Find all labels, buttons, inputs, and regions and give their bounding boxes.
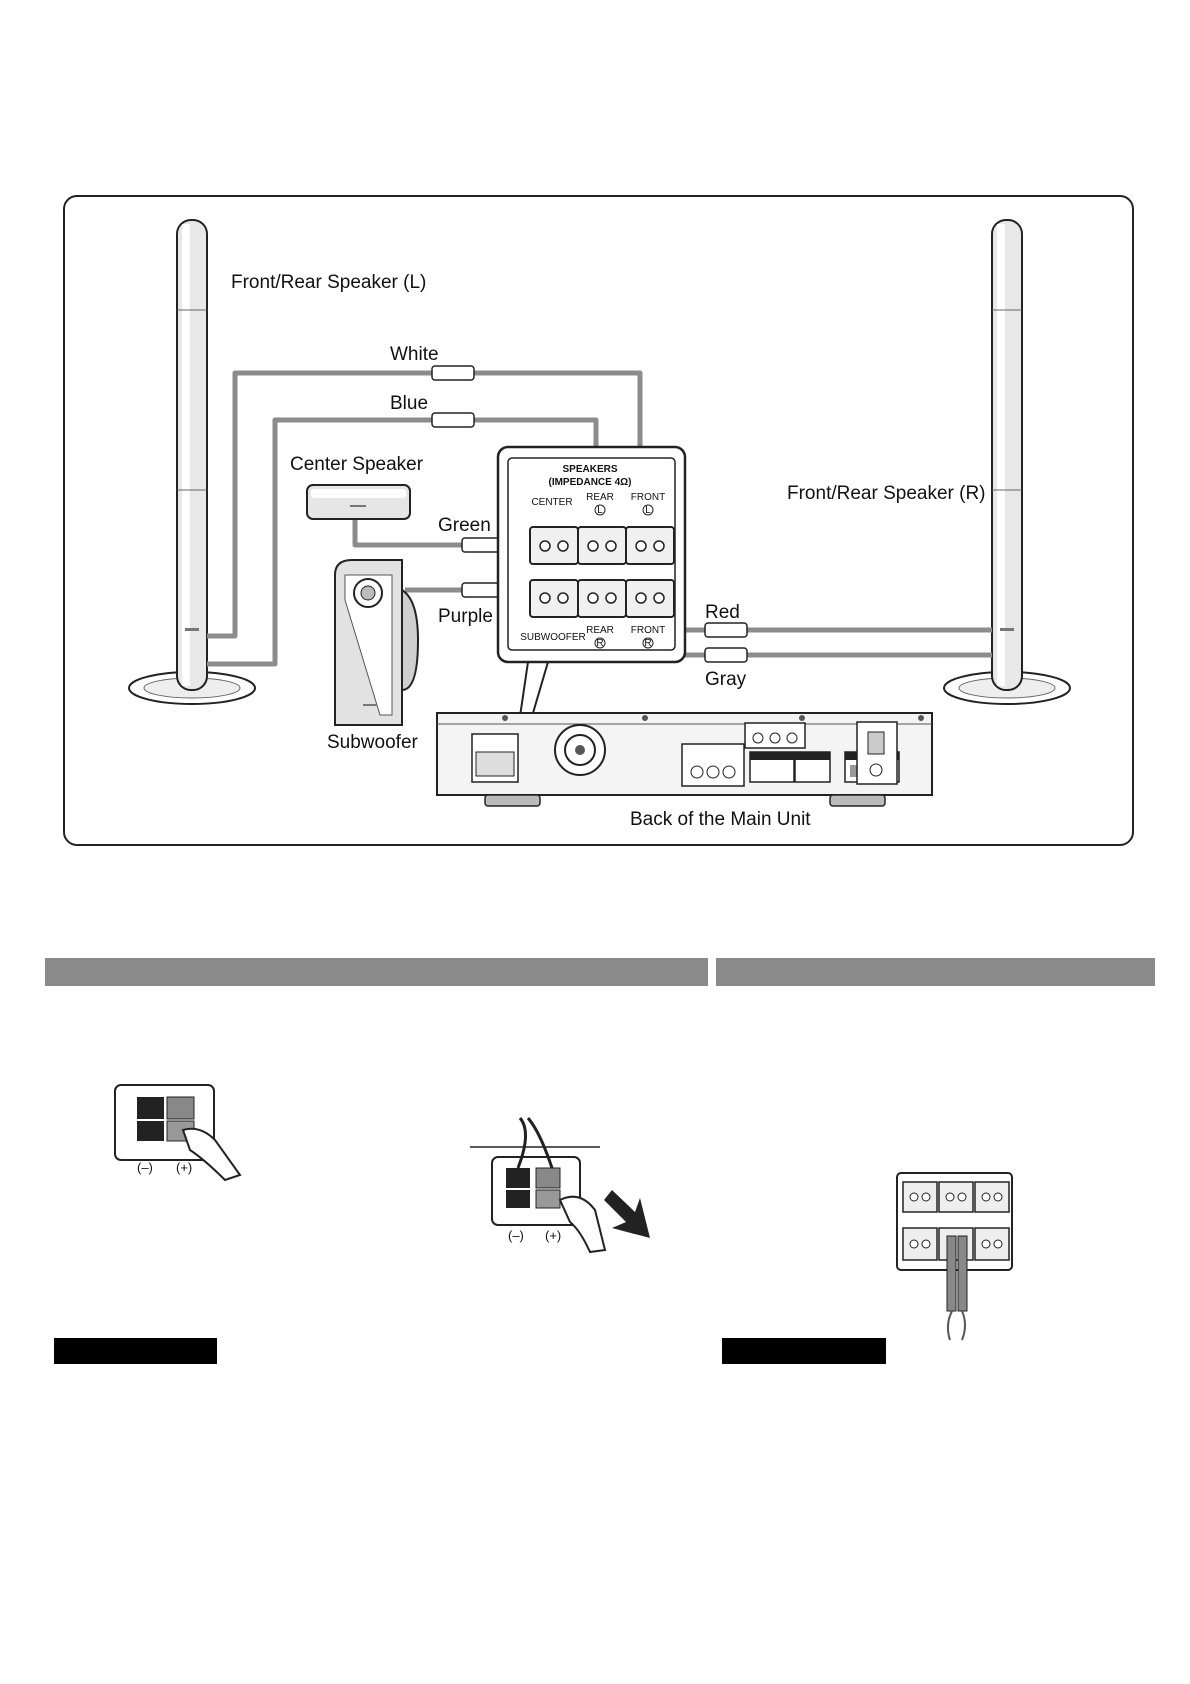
label-wire-purple: Purple <box>438 606 493 627</box>
step1-polarity-plus: (+) <box>176 1160 192 1175</box>
label-front-rear-speaker-right: Front/Rear Speaker (R) <box>787 483 986 504</box>
terminal-center-label: CENTER <box>531 497 572 508</box>
terminal-rear-top-label: REAR <box>586 492 614 503</box>
terminal-front-top-label: FRONT <box>631 492 665 503</box>
label-wire-green: Green <box>438 515 491 536</box>
front-rear-speaker-left <box>128 219 256 705</box>
terminal-front-bottom-label: FRONT <box>631 625 665 636</box>
main-unit-back <box>436 712 933 807</box>
subwoofer-unit <box>334 559 420 726</box>
terminal-block-cable-illustration <box>896 1172 1013 1341</box>
speaker-terminal-panel: SPEAKERS (IMPEDANCE 4Ω) CENTER REAR FRON… <box>496 445 687 731</box>
terminal-front-bottom-mark: R <box>644 638 651 649</box>
front-rear-speaker-right <box>943 219 1071 705</box>
section-header-bar-right <box>716 958 1155 986</box>
label-front-rear-speaker-left: Front/Rear Speaker (L) <box>231 272 426 293</box>
label-subwoofer: Subwoofer <box>327 732 419 753</box>
step-press-terminal-illustration: (–) (+) <box>114 1084 242 1182</box>
label-center-speaker: Center Speaker <box>290 454 424 475</box>
label-wire-gray: Gray <box>705 669 747 690</box>
terminal-holes <box>539 540 665 604</box>
connection-diagram-frame <box>63 195 1134 846</box>
note-bar-left <box>54 1338 217 1364</box>
terminal-title-line2: (IMPEDANCE 4Ω) <box>548 477 631 488</box>
label-wire-blue: Blue <box>390 393 428 414</box>
label-wire-red: Red <box>705 602 740 623</box>
terminal-title-line1: SPEAKERS <box>562 464 617 475</box>
terminal-subwoofer-label: SUBWOOFER <box>520 632 586 643</box>
note-bar-right <box>722 1338 886 1364</box>
center-speaker <box>306 484 411 520</box>
label-back-of-main-unit: Back of the Main Unit <box>630 809 811 830</box>
step2-polarity-plus: (+) <box>545 1228 561 1243</box>
terminal-rear-bottom-mark: R <box>596 638 603 649</box>
step1-polarity-minus: (–) <box>137 1160 153 1175</box>
terminal-front-top-mark: L <box>645 505 651 516</box>
section-header-bar-left <box>45 958 708 986</box>
terminal-rear-bottom-label: REAR <box>586 625 614 636</box>
terminal-blocks <box>529 526 675 618</box>
terminal-rear-top-mark: L <box>597 505 603 516</box>
label-wire-white: White <box>390 344 439 365</box>
step2-polarity-minus: (–) <box>508 1228 524 1243</box>
step-insert-wire-illustration: (–) (+) <box>470 1117 650 1254</box>
